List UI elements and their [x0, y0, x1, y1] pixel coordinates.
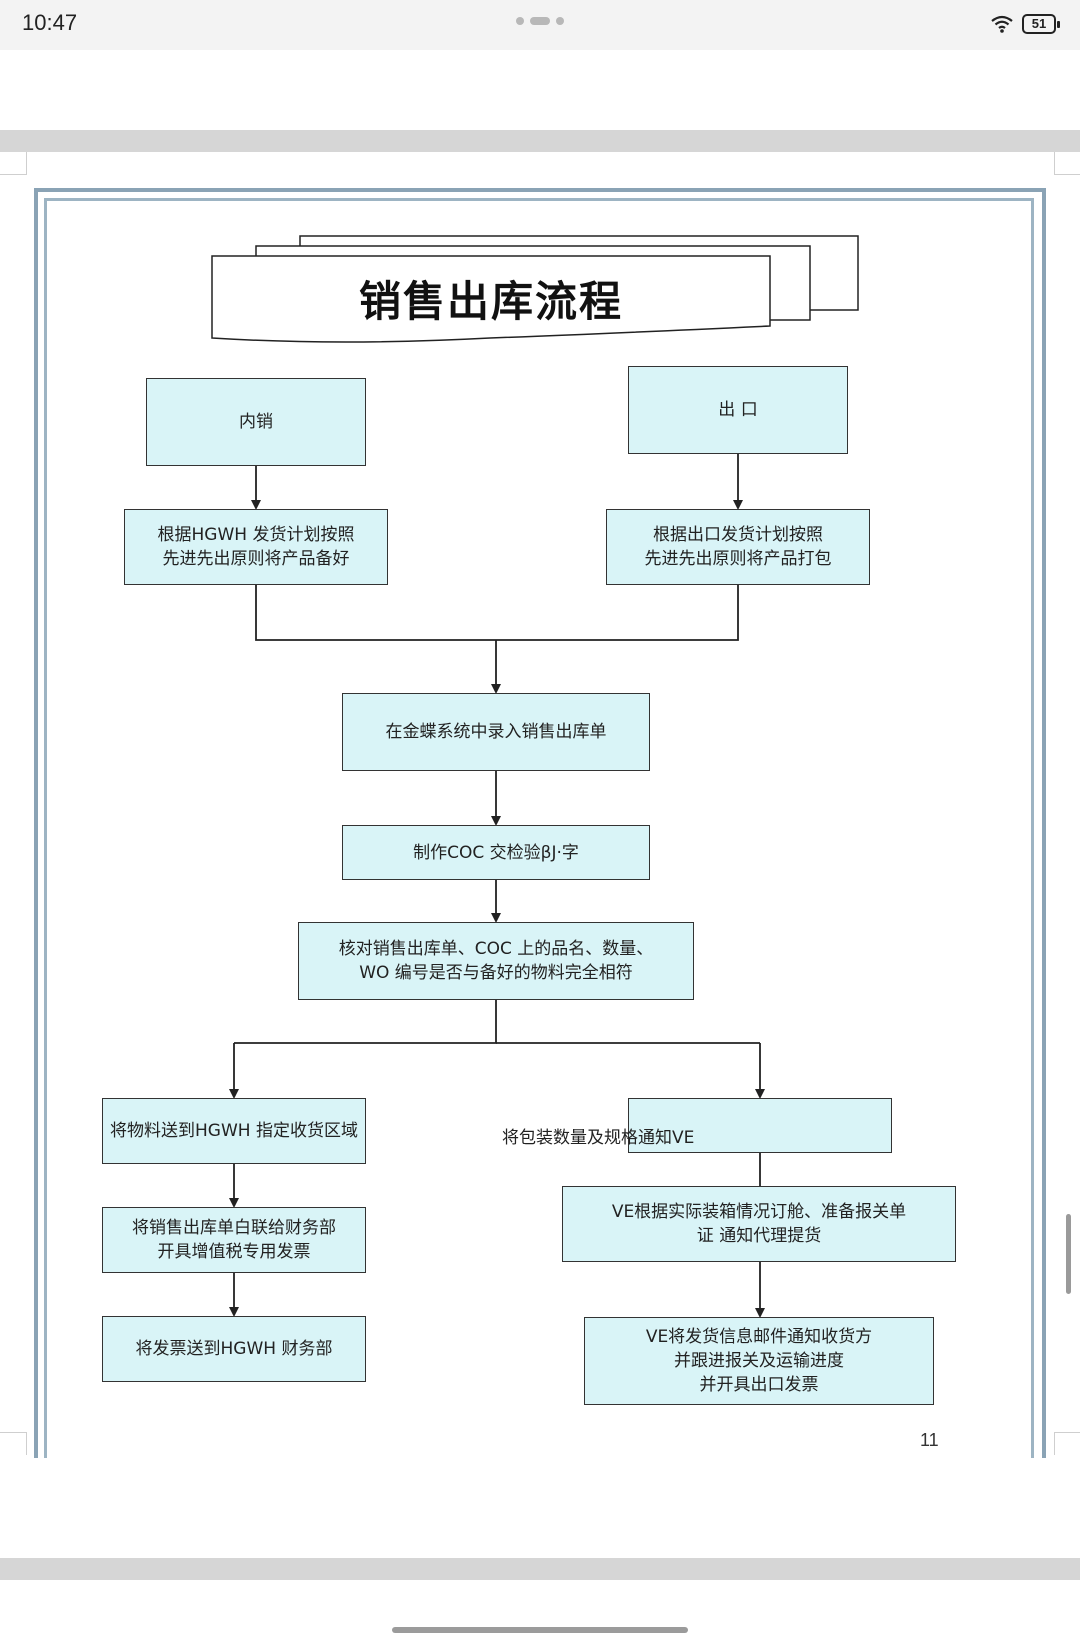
crop-mark: [0, 152, 27, 175]
domestic-prepare-box: 根据HGWH 发货计划按照 先进先出原则将产品备好: [124, 509, 388, 585]
wifi-icon: [991, 15, 1013, 33]
page-border-outer: [34, 188, 1046, 1458]
ve-booking-box: VE根据实际装箱情况订舱、准备报关单 证 通知代理提货: [562, 1186, 956, 1262]
export-pack-box: 根据出口发货计划按照 先进先出原则将产品打包: [606, 509, 870, 585]
notify-ve-box: [628, 1098, 892, 1153]
battery-icon: 51: [1022, 14, 1060, 34]
page-gap-top: [0, 130, 1080, 152]
diagram-title: 销售出库流程: [358, 276, 623, 326]
export-box: 出 口: [628, 366, 848, 454]
crop-mark: [0, 1432, 27, 1455]
domestic-sales-box: 内销: [146, 378, 366, 466]
crop-mark: [1054, 152, 1080, 175]
home-indicator[interactable]: [392, 1627, 688, 1633]
crop-mark: [1054, 1432, 1080, 1455]
title-banner: [211, 235, 859, 343]
kingdee-entry-box: 在金蝶系统中录入销售出库单: [342, 693, 650, 771]
page-border-inner: [44, 198, 1034, 1458]
send-invoice-box: 将发票送到HGWH 财务部: [102, 1316, 366, 1382]
status-bar: 10:47 51: [0, 0, 1080, 50]
multitask-handle-icon[interactable]: [516, 17, 564, 25]
finance-invoice-box: 将销售出库单白联给财务部 开具增值税专用发票: [102, 1207, 366, 1273]
page-gap-bottom: [0, 1558, 1080, 1580]
clock: 10:47: [22, 10, 78, 35]
page-number: 11: [920, 1430, 939, 1450]
coc-box: 制作COC 交检验βJ·字: [342, 825, 650, 880]
notify-ve-label: 将包装数量及规格通知VE: [502, 1128, 695, 1148]
ve-notify-consignee-box: VE将发货信息邮件通知收货方 并跟进报关及运输进度 并开具出口发票: [584, 1317, 934, 1405]
verify-box: 核对销售出库单、COC 上的品名、数量、 WO 编号是否与备好的物料完全相符: [298, 922, 694, 1000]
deliver-goods-box: 将物料送到HGWH 指定收货区域: [102, 1098, 366, 1164]
scrollbar-thumb[interactable]: [1066, 1214, 1071, 1294]
